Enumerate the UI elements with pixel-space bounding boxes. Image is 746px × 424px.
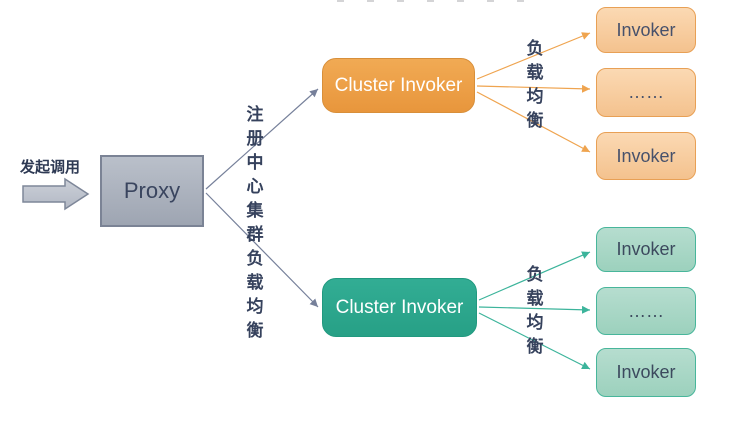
invoker-node-top-2: Invoker	[596, 132, 696, 180]
invoker-bottom-1-label: Invoker	[616, 239, 676, 259]
top-cluster-to-invoker3-arrow	[476, 91, 591, 153]
loadbalance-label-top: 负载均衡	[526, 39, 544, 130]
proxy-to-bottom-cluster-arrow	[205, 192, 319, 308]
invoker-top-ellipsis-label: ……	[628, 82, 664, 102]
bottom-cluster-to-invoker3-arrow	[478, 312, 591, 370]
invoker-top-1-label: Invoker	[616, 19, 676, 40]
source-call-arrow-icon	[22, 177, 90, 211]
cluster-invoker-node-bottom: Cluster Invoker	[322, 278, 477, 337]
invoker-bottom-2-label: Invoker	[616, 362, 676, 382]
invoker-node-top-1: Invoker	[596, 7, 696, 53]
cluster-invoker-node-top: Cluster Invoker	[322, 58, 475, 113]
top-cluster-to-invoker1-arrow	[476, 32, 591, 80]
cropped-text-remnant	[337, 0, 533, 2]
source-call-label: 发起调用	[20, 159, 81, 176]
proxy-to-top-cluster-arrow	[205, 88, 319, 190]
proxy-node: Proxy	[100, 155, 204, 227]
proxy-label: Proxy	[123, 178, 181, 203]
invoker-node-bottom-1: Invoker	[596, 227, 696, 272]
cluster-invoker-bottom-label: Cluster Invoker	[335, 296, 464, 318]
cluster-invoker-top-label: Cluster Invoker	[334, 74, 463, 96]
invoker-bottom-ellipsis-label: ……	[628, 300, 664, 321]
invoker-top-2-label: Invoker	[616, 145, 676, 166]
top-cluster-to-invoker2-arrow	[476, 84, 591, 93]
invoker-node-bottom-ellipsis: ……	[596, 287, 696, 335]
invoker-node-top-ellipsis: ……	[596, 68, 696, 117]
loadbalance-label-bottom: 负载均衡	[526, 265, 544, 356]
bottom-cluster-to-invoker1-arrow	[478, 251, 591, 301]
registry-cluster-loadbalance-label: 注册中心集群负载均衡	[246, 105, 264, 340]
bottom-cluster-to-invoker2-arrow	[478, 305, 591, 314]
invoker-node-bottom-2: Invoker	[596, 348, 696, 397]
